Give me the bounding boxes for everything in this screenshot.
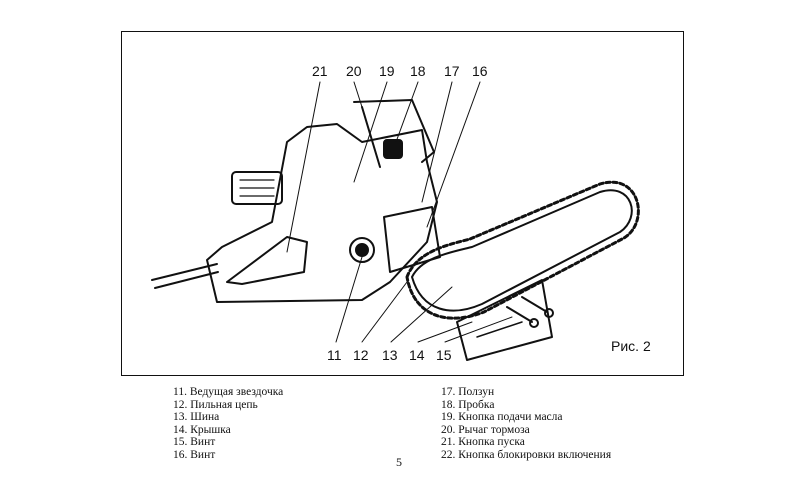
legend-item: 15. Винт	[173, 436, 216, 449]
legend-item: 12. Пильная цепь	[173, 398, 258, 411]
legend-item: 19. Кнопка подачи масла	[441, 411, 563, 424]
power-cord	[151, 263, 218, 281]
callout-17: 17	[444, 63, 460, 79]
legend-item: 20. Рычаг тормоза	[441, 423, 530, 436]
drive-cover	[383, 206, 441, 273]
screw-16	[521, 296, 548, 313]
screw-15	[506, 306, 533, 323]
legend-item: 22. Кнопка блокировки включения	[441, 448, 612, 461]
chainsaw-diagram: 21 20 19 18 17 16 11 12 13 14 15	[151, 63, 640, 363]
callout-14: 14	[409, 347, 425, 363]
oil-cap	[383, 139, 403, 159]
legend-left: 11. Ведущая звездочка 12. Пильная цепь 1…	[173, 386, 283, 462]
saw-chain	[405, 180, 640, 320]
motor-housing	[206, 123, 438, 303]
callout-20: 20	[346, 63, 362, 79]
legend-item: 14. Крышка	[173, 423, 231, 436]
callout-11: 11	[327, 347, 342, 363]
callout-21: 21	[312, 63, 328, 79]
bar-cover	[456, 279, 553, 361]
sprocket-nut	[349, 237, 375, 263]
legend-item: 18. Пробка	[441, 398, 495, 411]
callout-19: 19	[379, 63, 395, 79]
callout-13: 13	[382, 347, 398, 363]
callout-18: 18	[410, 63, 426, 79]
legend-item: 11. Ведущая звездочка	[173, 386, 284, 398]
vent-block	[231, 171, 283, 205]
legend-right: 17. Ползун 18. Пробка 19. Кнопка подачи …	[441, 386, 611, 462]
rear-handle	[226, 236, 308, 285]
callout-16: 16	[472, 63, 488, 79]
brake-lever	[353, 99, 435, 163]
legend-item: 21. Кнопка пуска	[441, 436, 525, 449]
legend-item: 13. Шина	[173, 411, 220, 424]
callout-12: 12	[353, 347, 369, 363]
guide-bar	[411, 189, 633, 312]
figure-frame: 21 20 19 18 17 16 11 12 13 14 15 Рис. 2	[121, 31, 684, 376]
callout-15: 15	[436, 347, 452, 363]
legend-item: 16. Винт	[173, 448, 216, 461]
page-number: 5	[396, 455, 402, 469]
legend-item: 17. Ползун	[441, 386, 495, 398]
figure-caption: Рис. 2	[611, 338, 651, 354]
